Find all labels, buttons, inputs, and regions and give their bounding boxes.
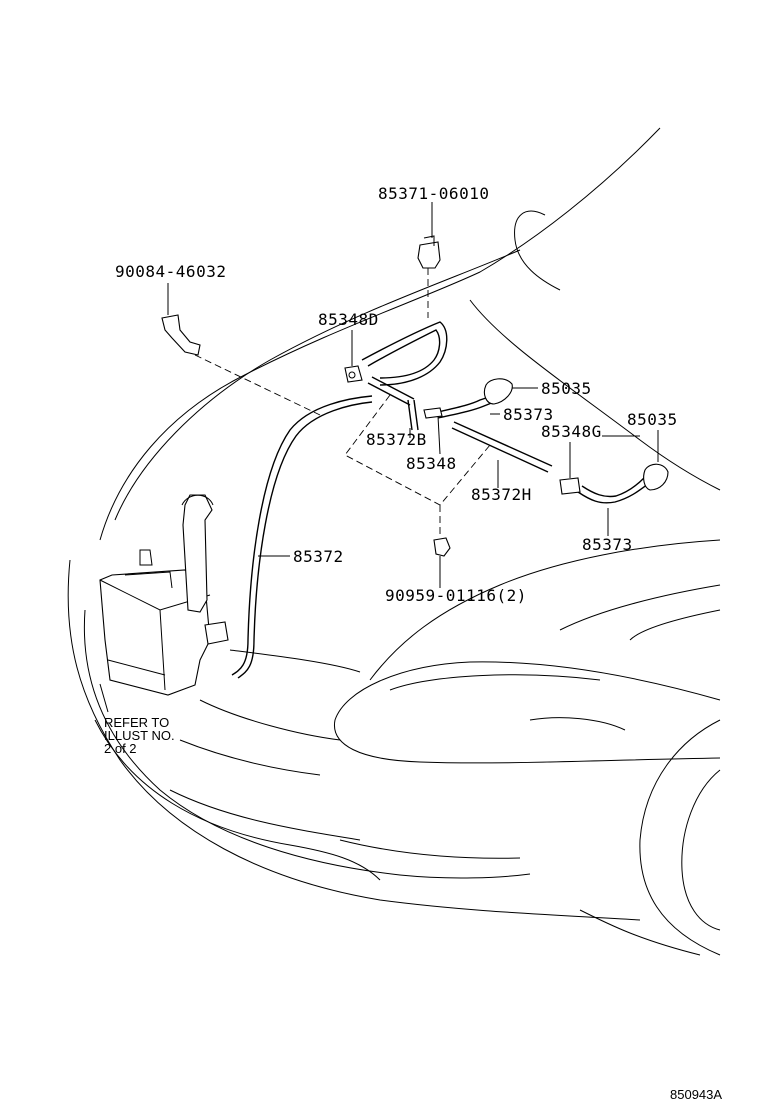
label-85371-06010: 85371-06010 xyxy=(378,184,490,203)
refer-note-line-3: 2 of 2 xyxy=(104,741,137,756)
dashed-leaders xyxy=(194,268,491,538)
label-90959-01116: 90959-01116(2) xyxy=(385,586,527,605)
label-85372: 85372 xyxy=(293,547,344,566)
label-85348D: 85348D xyxy=(318,310,379,329)
car-body-outline xyxy=(67,127,721,956)
refer-note-line-1: REFER TO xyxy=(104,715,170,730)
label-85348G: 85348G xyxy=(541,422,602,441)
illustration-code: 850943A xyxy=(670,1087,723,1102)
hoses xyxy=(231,321,649,679)
label-85348: 85348 xyxy=(406,454,457,473)
refer-note: REFER TO ILLUST NO. 2 of 2 xyxy=(104,716,175,755)
label-85372B: 85372B xyxy=(366,430,427,449)
label-85372H: 85372H xyxy=(471,485,532,504)
small-parts xyxy=(161,235,669,557)
label-85373-upper: 85373 xyxy=(503,405,554,424)
refer-note-line-2: ILLUST NO. xyxy=(104,728,175,743)
label-85035-left: 85035 xyxy=(541,379,592,398)
washer-reservoir xyxy=(99,494,229,696)
label-85035-right: 85035 xyxy=(627,410,678,429)
label-leaders xyxy=(99,202,659,713)
label-90084-46032: 90084-46032 xyxy=(115,262,227,281)
label-85373-lower: 85373 xyxy=(582,535,633,554)
